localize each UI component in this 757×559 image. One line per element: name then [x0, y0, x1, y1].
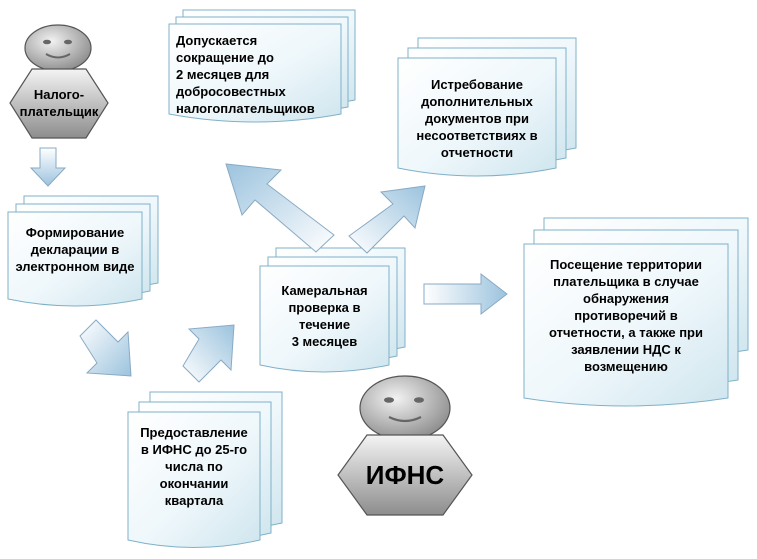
doc-stack-formation — [7, 195, 159, 307]
doc-stack-reduction — [168, 9, 356, 123]
documents-label: Истребование дополнительных документов п… — [416, 77, 538, 160]
doc-stack-submission — [127, 391, 283, 548]
taxpayer-eye-right — [64, 39, 72, 45]
ifns-eye-right — [414, 397, 424, 403]
arrow-audit-to-visit — [423, 272, 508, 316]
taxpayer-figure — [9, 24, 109, 139]
ifns-smile — [388, 416, 422, 423]
audit-label: Камеральная проверка в течение 3 месяцев — [281, 283, 368, 349]
arrow-formation-to-submission — [79, 319, 132, 377]
doc-stack-documents — [397, 37, 577, 177]
arrow-submission-to-audit — [182, 324, 235, 383]
doc-stack-audit — [259, 247, 406, 373]
ifns-eye-left — [384, 397, 394, 403]
taxpayer-head — [24, 24, 92, 72]
ifns-figure — [337, 375, 473, 516]
taxpayer-eye-left — [43, 39, 51, 45]
ifns-head — [359, 375, 451, 441]
taxpayer-smile — [45, 53, 71, 59]
arrow-audit-to-reduction — [225, 163, 335, 253]
visit-label: Посещение территории плательщика в случа… — [548, 257, 703, 374]
ifns-body — [337, 434, 473, 516]
formation-label: Формирование декларации в электронном ви… — [15, 225, 135, 274]
taxpayer-body — [9, 68, 109, 139]
doc-stack-visit — [523, 217, 749, 407]
ifns-label: ИФНС — [365, 460, 445, 490]
arrow-taxpayer-to-formation — [29, 147, 67, 187]
taxpayer-label: Налого- плательщик — [19, 87, 99, 119]
arrow-audit-to-documents — [348, 185, 426, 254]
submission-label: Предоставление в ИФНС до 25-го числа по … — [140, 425, 248, 508]
reduction-label: Допускается сокращение до 2 месяцев для … — [176, 33, 315, 116]
